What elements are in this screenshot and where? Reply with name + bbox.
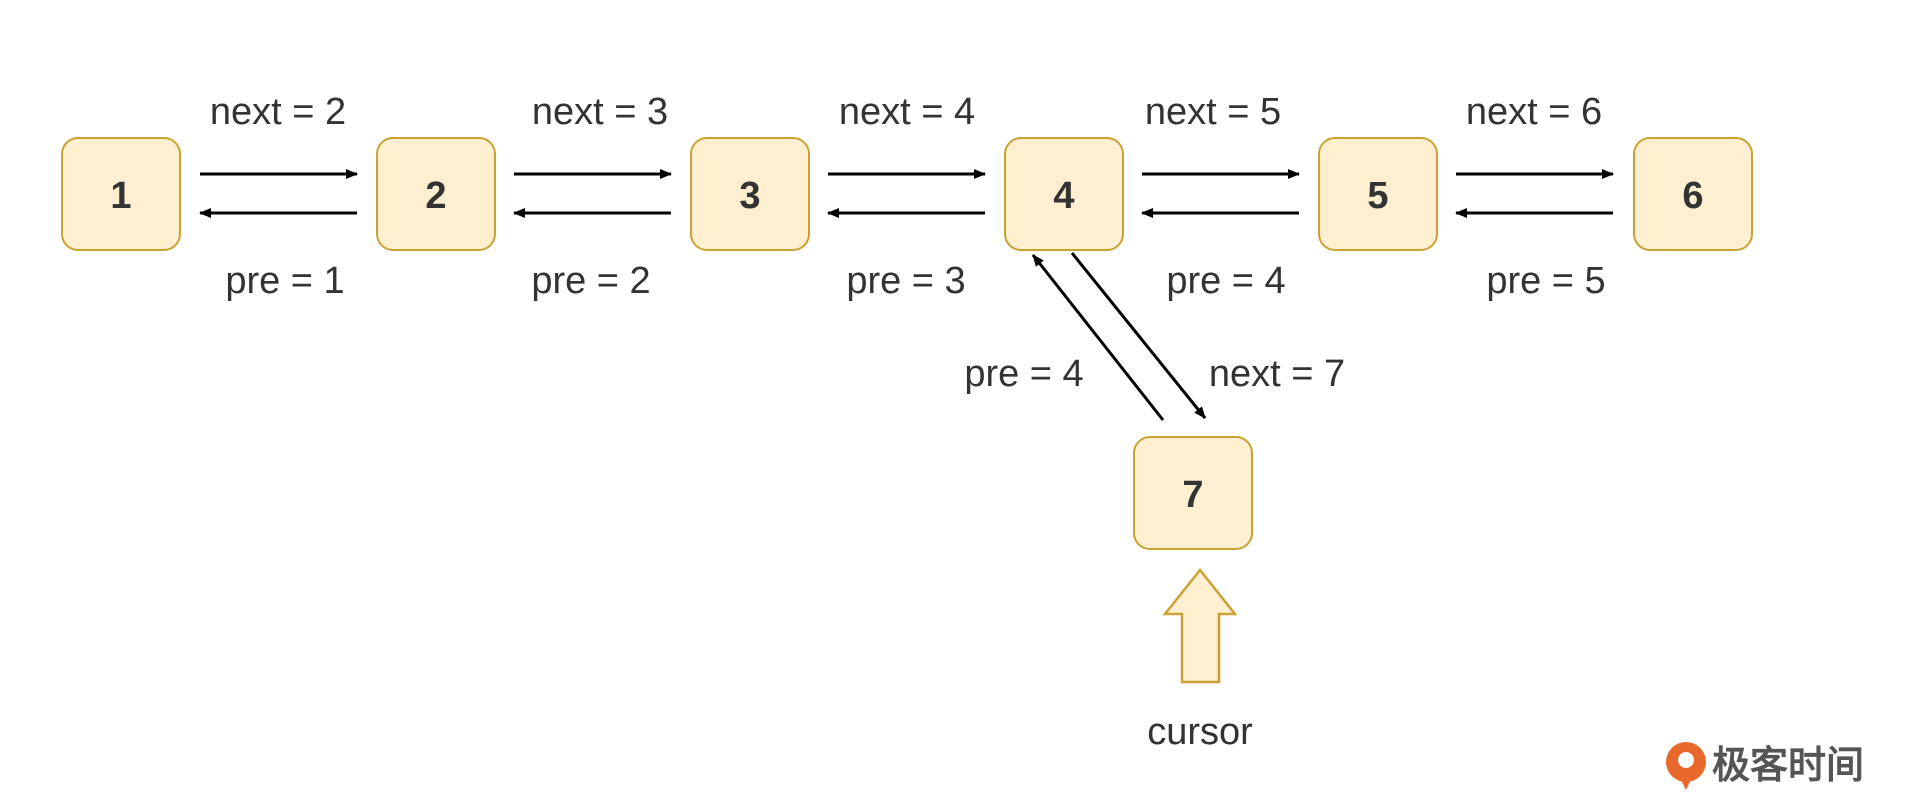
next-label-1-2: next = 2 <box>210 91 346 133</box>
node-3-label: 3 <box>739 175 760 217</box>
pre-label-1-2: pre = 1 <box>225 260 344 302</box>
edge-3-4: next = 4 pre = 3 <box>827 91 986 302</box>
node-7: 7 <box>1133 436 1253 550</box>
edge-4-5: next = 5 pre = 4 <box>1141 91 1300 302</box>
next-label-4-7: next = 7 <box>1209 353 1345 395</box>
edge-4-7: pre = 4 next = 7 <box>964 252 1345 421</box>
pre-label-3-4: pre = 3 <box>846 260 965 302</box>
pre-label-2-3: pre = 2 <box>531 260 650 302</box>
pre-label-5-6: pre = 5 <box>1486 260 1605 302</box>
cursor-label: cursor <box>1147 711 1253 753</box>
node-6: 6 <box>1633 137 1753 251</box>
edge-5-6: next = 6 pre = 5 <box>1455 91 1614 302</box>
node-1-label: 1 <box>110 175 131 217</box>
node-5: 5 <box>1318 137 1438 251</box>
next-label-2-3: next = 3 <box>532 91 668 133</box>
node-2-label: 2 <box>425 175 446 217</box>
geektime-logo: 极客时间 <box>1666 742 1864 790</box>
node-4-label: 4 <box>1053 175 1074 217</box>
node-5-label: 5 <box>1367 175 1388 217</box>
edge-1-2: next = 2 pre = 1 <box>199 91 358 302</box>
node-7-label: 7 <box>1182 474 1203 516</box>
next-label-4-5: next = 5 <box>1145 91 1281 133</box>
geektime-logo-icon <box>1666 742 1706 790</box>
next-arrow-4-7 <box>1070 252 1207 419</box>
node-6-label: 6 <box>1682 175 1703 217</box>
pre-label-4-7: pre = 4 <box>964 353 1083 395</box>
node-4: 4 <box>1004 137 1124 251</box>
next-label-5-6: next = 6 <box>1466 91 1602 133</box>
pre-arrow-7-4 <box>1031 254 1165 421</box>
node-1: 1 <box>61 137 181 251</box>
pre-label-4-5: pre = 4 <box>1166 260 1285 302</box>
next-label-3-4: next = 4 <box>839 91 975 133</box>
edge-2-3: next = 3 pre = 2 <box>513 91 672 302</box>
cursor-pointer: cursor <box>1147 567 1253 753</box>
logo-text: 极客时间 <box>1712 743 1864 787</box>
node-2: 2 <box>376 137 496 251</box>
up-arrow-icon <box>1162 567 1238 684</box>
node-3: 3 <box>690 137 810 251</box>
